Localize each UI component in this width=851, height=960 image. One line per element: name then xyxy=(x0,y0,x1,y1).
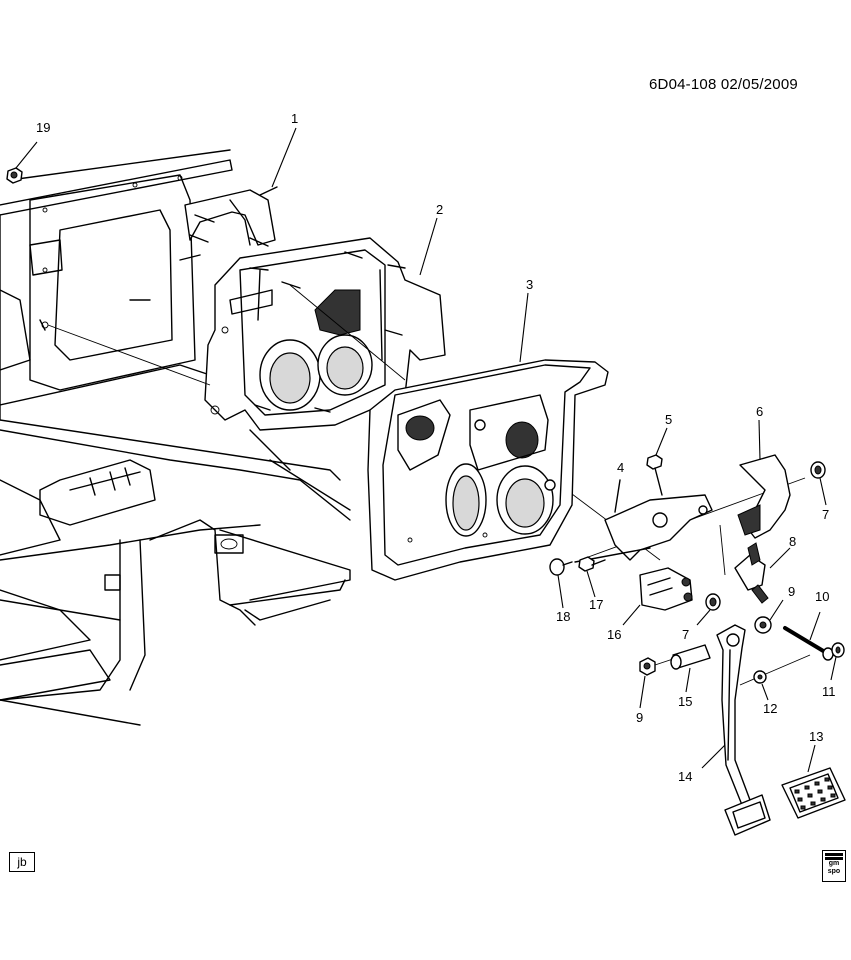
callout-15: 15 xyxy=(678,694,693,709)
pedal-pad-13 xyxy=(781,744,846,819)
dash-panel-2 xyxy=(204,217,446,431)
corner-tag: jb xyxy=(9,852,35,872)
logo-text-spo: spo xyxy=(827,868,841,875)
module-16 xyxy=(622,567,693,626)
callout-17: 17 xyxy=(589,597,604,612)
bolt-17 xyxy=(578,556,606,598)
pivot-bolt-10 xyxy=(783,611,834,661)
callout-14: 14 xyxy=(678,769,693,784)
callout-4: 4 xyxy=(617,460,625,475)
callout-6: 6 xyxy=(756,404,764,419)
callout-9-right: 9 xyxy=(788,584,796,599)
callout-18: 18 xyxy=(556,609,571,624)
callout-16: 16 xyxy=(607,627,622,642)
gm-spo-logo: gm spo xyxy=(822,850,846,882)
bolt-18 xyxy=(549,558,573,609)
insulator-3 xyxy=(367,292,609,581)
callout-2: 2 xyxy=(436,202,444,217)
callout-13: 13 xyxy=(809,729,824,744)
callout-7-upper: 7 xyxy=(822,507,830,522)
callout-7-lower: 7 xyxy=(682,627,690,642)
callout-8: 8 xyxy=(789,534,797,549)
nut-7-upper xyxy=(810,461,827,506)
diagram-code: 6D04-108 02/05/2009 xyxy=(649,76,798,93)
nut-9-left xyxy=(639,657,656,709)
callout-3: 3 xyxy=(526,277,534,292)
callout-12: 12 xyxy=(763,701,778,716)
vehicle-body-structure xyxy=(0,149,351,726)
callout-10: 10 xyxy=(815,589,830,604)
logo-text-gm: gm xyxy=(828,860,840,867)
nut-19 xyxy=(6,141,38,184)
brake-switch-8 xyxy=(734,542,791,604)
callout-5: 5 xyxy=(665,412,673,427)
switch-bracket-6 xyxy=(737,419,791,539)
pedal-bracket-4 xyxy=(574,479,713,563)
brake-pedal-arm-14 xyxy=(701,624,771,836)
nut-11 xyxy=(830,642,845,681)
nut-7-lower xyxy=(696,593,721,626)
callout-9-left: 9 xyxy=(636,710,644,725)
nut-9-right xyxy=(754,599,784,634)
nut-12 xyxy=(753,670,769,701)
callout-11: 11 xyxy=(822,684,836,699)
bushing-15 xyxy=(670,644,711,693)
bracket-1 xyxy=(184,127,297,247)
callout-19: 19 xyxy=(36,120,51,135)
bolt-5 xyxy=(646,427,668,496)
callout-1: 1 xyxy=(291,111,299,126)
